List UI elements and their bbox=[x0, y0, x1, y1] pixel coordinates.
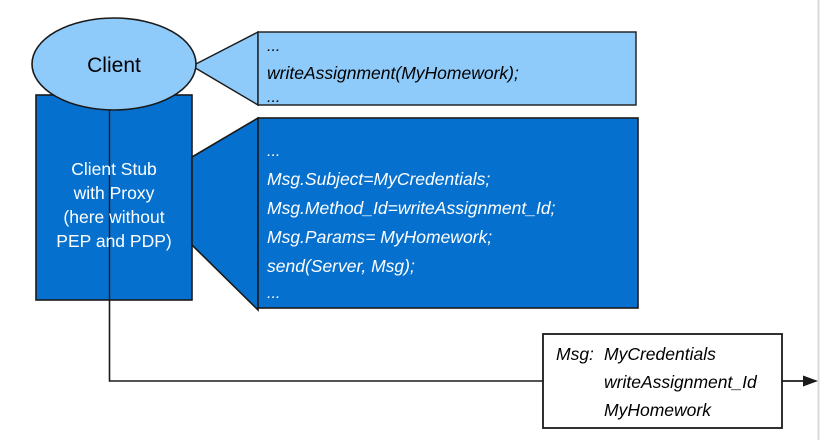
stub-code-line-3: Msg.Method_Id=writeAssignment_Id; bbox=[267, 198, 556, 218]
stub-code-line-4: Msg.Params= MyHomework; bbox=[267, 227, 492, 247]
message-box[interactable] bbox=[542, 333, 783, 429]
client-ellipse-label: Client bbox=[87, 54, 141, 77]
client-stub-rect[interactable] bbox=[35, 94, 193, 301]
application-code-line-2: writeAssignment(MyHomework); bbox=[267, 63, 519, 83]
application-code-line-1: ... bbox=[267, 38, 280, 55]
client-stub-label-line-3: (here without bbox=[63, 207, 164, 227]
stub-code-callout-tail bbox=[191, 116, 259, 312]
message-box-line-3: MyHomework bbox=[604, 400, 712, 420]
stub-code-line-6: ... bbox=[267, 285, 280, 302]
client-stub-label-line-1: Client Stub bbox=[71, 159, 157, 179]
stub-code-line-5: send(Server, Msg); bbox=[267, 256, 415, 276]
outgoing-arrow-head bbox=[803, 375, 818, 387]
client-ellipse[interactable] bbox=[31, 17, 197, 111]
application-code-line-3: ... bbox=[267, 89, 280, 106]
application-code-callout-tail bbox=[190, 30, 259, 107]
client-stub-label-line-2: with Proxy bbox=[73, 183, 155, 203]
stub-code-line-1: ... bbox=[267, 143, 280, 160]
stub-code-line-2: Msg.Subject=MyCredentials; bbox=[267, 169, 490, 189]
message-box-line-2: writeAssignment_Id bbox=[604, 372, 758, 392]
message-box-line-1: MyCredentials bbox=[604, 344, 716, 364]
application-code-callout-box[interactable] bbox=[257, 31, 637, 106]
message-box-label: Msg: bbox=[556, 344, 594, 364]
client-stub-label-line-4: PEP and PDP) bbox=[56, 231, 171, 251]
stub-code-callout-box[interactable] bbox=[257, 117, 639, 309]
